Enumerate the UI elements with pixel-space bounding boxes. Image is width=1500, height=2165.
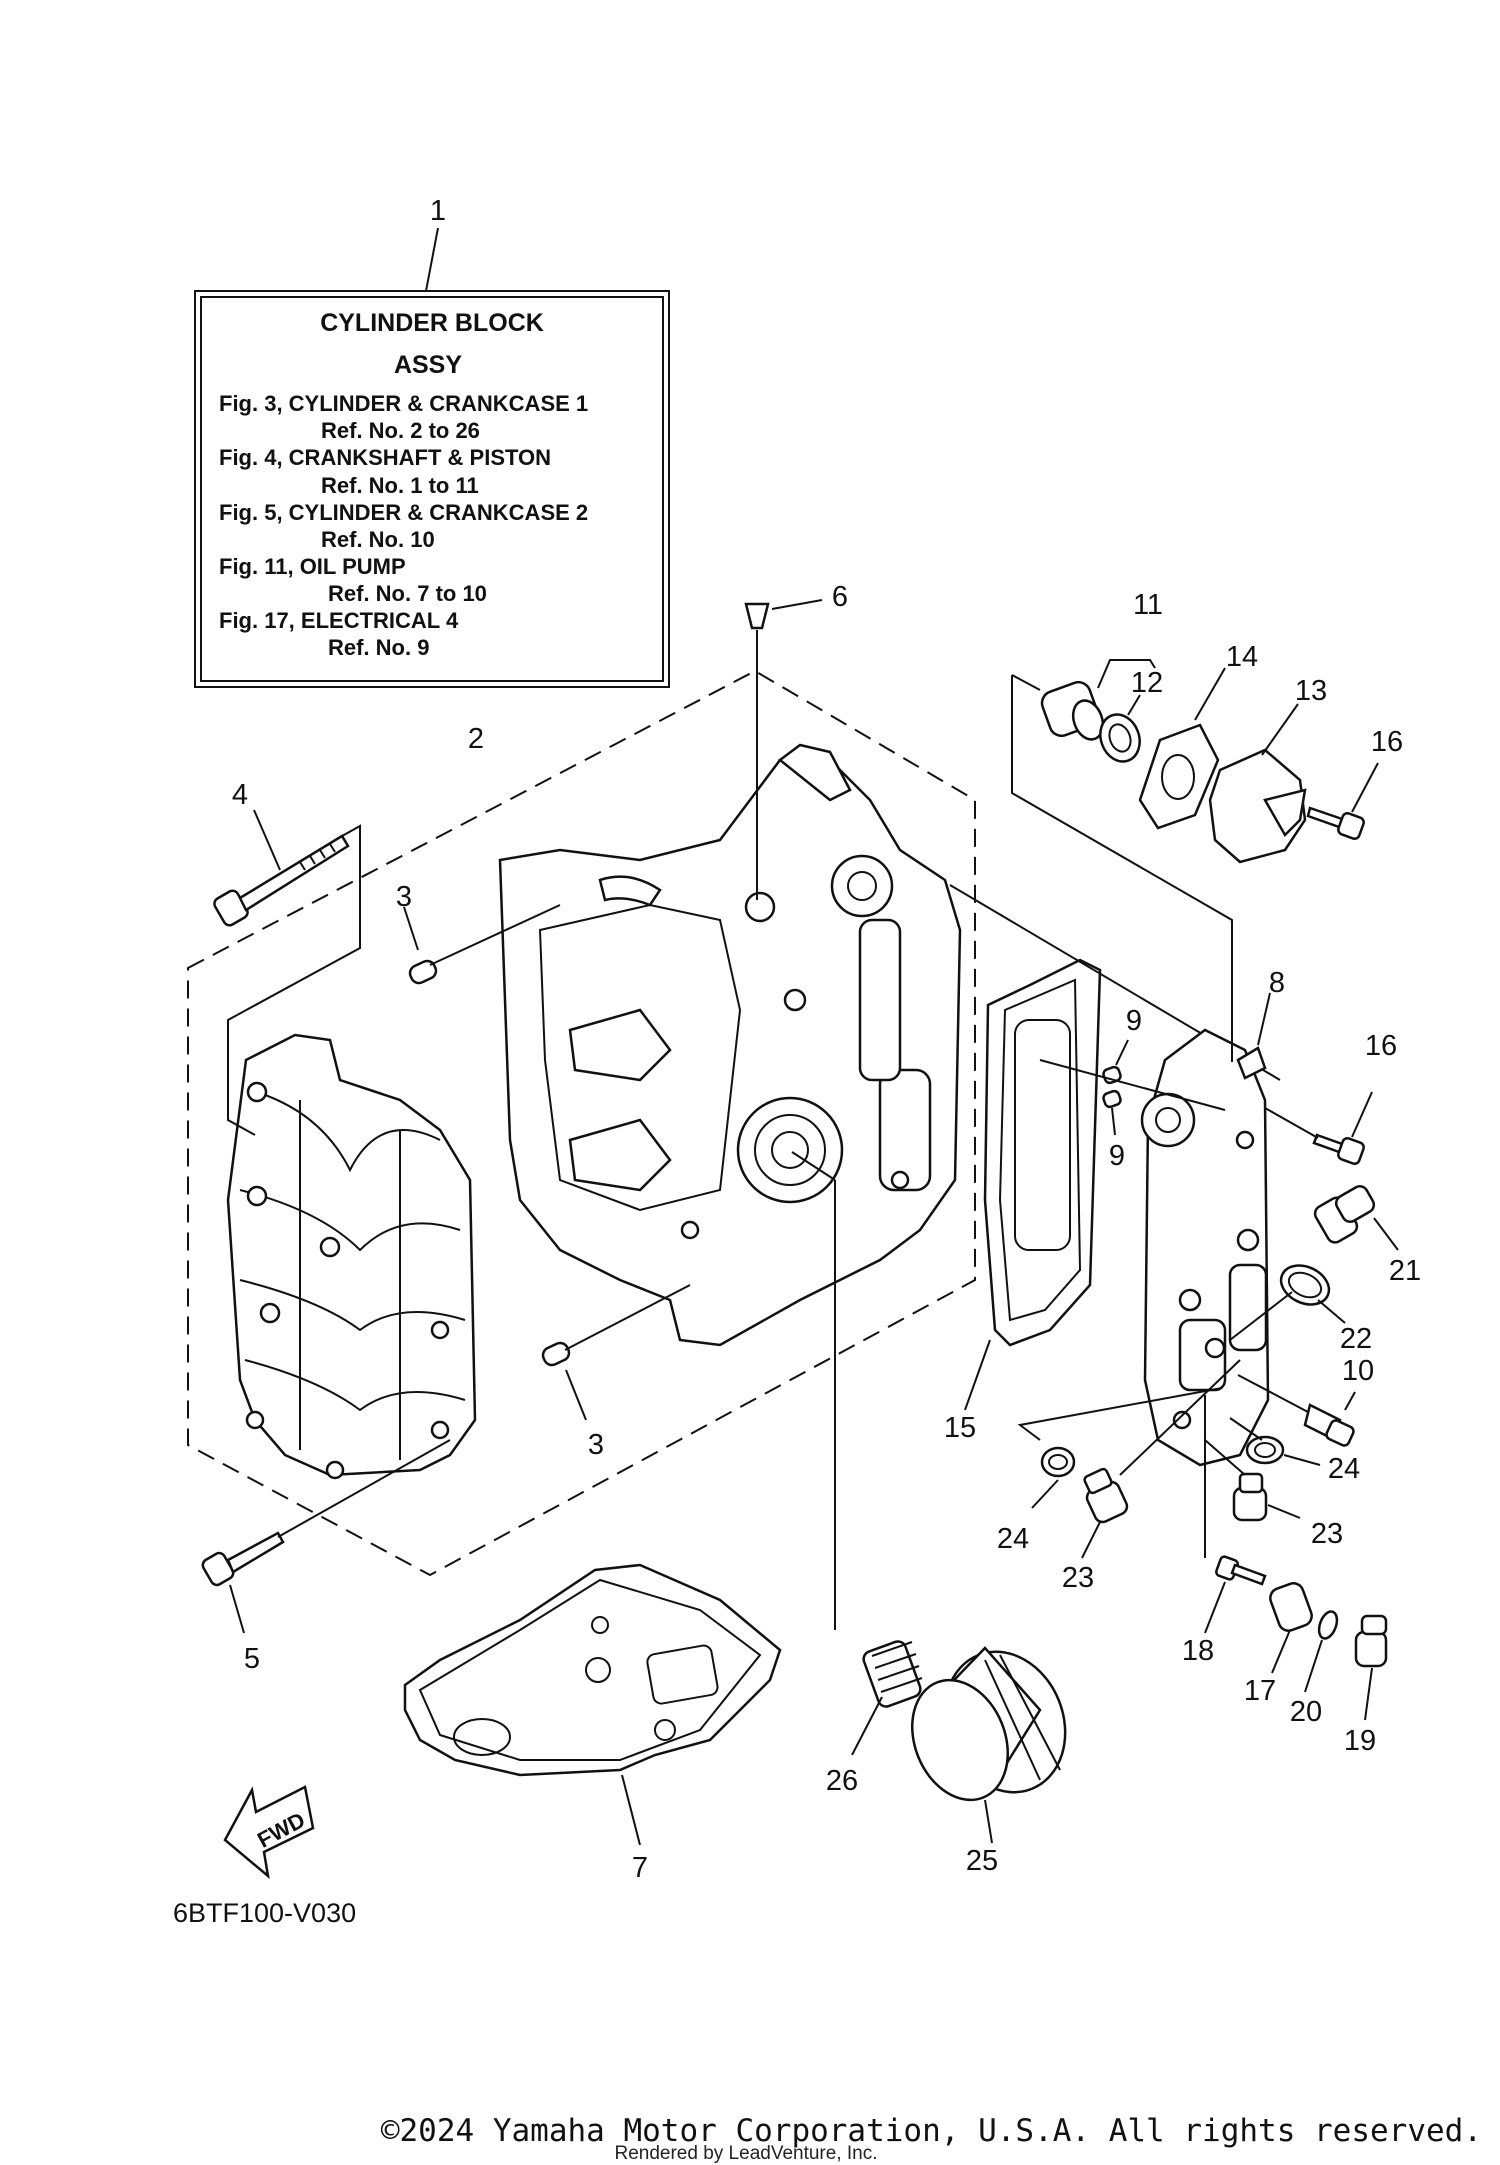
copyright: ©2024 Yamaha Motor Corporation, U.S.A. A… xyxy=(381,2113,1482,2149)
fwd-arrow-icon: FWD xyxy=(223,1785,315,1880)
callout-9: 9 xyxy=(1126,1005,1142,1037)
callout-2: 2 xyxy=(468,723,484,755)
callout-12: 12 xyxy=(1131,667,1163,699)
callout-10: 10 xyxy=(1342,1355,1374,1387)
part-24-washer-left xyxy=(1040,1446,1076,1478)
info-box-line: Ref. No. 9 xyxy=(328,635,429,660)
cylinder-block xyxy=(498,743,962,1347)
part-7-gasket xyxy=(403,1563,782,1777)
callout-19: 19 xyxy=(1344,1725,1376,1757)
callout-25: 25 xyxy=(966,1845,998,1877)
callout-13: 13 xyxy=(1295,675,1327,707)
part-6-plug xyxy=(744,602,770,630)
part-5-bolt xyxy=(201,1531,285,1587)
part-16-bolt-upper xyxy=(1306,806,1365,840)
callout-11: 11 xyxy=(1133,589,1163,621)
part-10-fitting xyxy=(1303,1403,1355,1447)
part-21-plug xyxy=(1313,1185,1376,1244)
callout-24: 24 xyxy=(997,1523,1029,1555)
info-box-line: Ref. No. 10 xyxy=(321,527,435,552)
part-13-thermostat-cover xyxy=(1208,748,1307,864)
callout-15: 15 xyxy=(944,1412,976,1444)
part-19-plug xyxy=(1354,1614,1388,1668)
info-box: CYLINDER BLOCK ASSY Fig. 3, CYLINDER & C… xyxy=(194,290,670,688)
callout-22: 22 xyxy=(1340,1323,1372,1355)
callout-4: 4 xyxy=(232,779,248,811)
part-17-collar xyxy=(1269,1582,1313,1632)
part-4-bolt xyxy=(213,834,350,927)
part-22-o-ring xyxy=(1279,1264,1331,1306)
callout-5: 5 xyxy=(244,1643,260,1675)
callout-26: 26 xyxy=(826,1765,858,1797)
callout-3: 3 xyxy=(396,881,412,913)
callout-7: 7 xyxy=(632,1852,648,1884)
info-box-subtitle: ASSY xyxy=(394,351,462,379)
callout-16: 16 xyxy=(1371,726,1403,758)
part-25-oil-filter xyxy=(910,1646,1067,1802)
callout-17: 17 xyxy=(1244,1675,1276,1707)
callout-20: 20 xyxy=(1290,1696,1322,1728)
part-23-plug-left xyxy=(1083,1467,1129,1524)
callout-14: 14 xyxy=(1226,641,1258,673)
callout-9: 9 xyxy=(1109,1140,1125,1172)
callout-23: 23 xyxy=(1311,1518,1343,1550)
callout-6: 6 xyxy=(832,581,848,613)
callout-23: 23 xyxy=(1062,1562,1094,1594)
part-23-plug-right xyxy=(1232,1472,1268,1522)
part-3-dowel-upper xyxy=(408,959,438,985)
part-16-bolt-lower xyxy=(1312,1133,1365,1165)
callout-8: 8 xyxy=(1269,967,1285,999)
part-3-dowel-lower xyxy=(541,1341,571,1367)
part-14-gasket xyxy=(1138,723,1220,830)
part-26-union xyxy=(862,1640,923,1708)
callout-1: 1 xyxy=(430,195,446,227)
assembly-outline xyxy=(187,669,976,1577)
info-box-title: CYLINDER BLOCK xyxy=(320,309,544,337)
part-24-washer-right xyxy=(1245,1435,1285,1465)
info-box-line: Fig. 11, OIL PUMP xyxy=(219,554,406,579)
info-box-line: Ref. No. 7 to 10 xyxy=(328,581,487,606)
crankcase-left-half xyxy=(226,1033,477,1480)
part-18-bolt xyxy=(1214,1555,1267,1586)
callout-18: 18 xyxy=(1182,1635,1214,1667)
part-15-gasket xyxy=(983,958,1102,1347)
info-box-line: Fig. 3, CYLINDER & CRANKCASE 1 xyxy=(219,391,588,416)
part-11-thermostat xyxy=(1040,680,1105,741)
callout-24: 24 xyxy=(1328,1453,1360,1485)
diagram-code: 6BTF100-V030 xyxy=(173,1898,356,1928)
callout-3: 3 xyxy=(588,1429,604,1461)
part-8-cover xyxy=(1140,1028,1270,1467)
part-20-o-ring xyxy=(1317,1610,1339,1640)
info-box-line: Fig. 5, CYLINDER & CRANKCASE 2 xyxy=(219,500,588,525)
info-box-line: Ref. No. 2 to 26 xyxy=(321,418,480,443)
part-12-seal xyxy=(1099,713,1141,763)
callout-16: 16 xyxy=(1365,1030,1397,1062)
callout-21: 21 xyxy=(1389,1255,1421,1287)
rendered-by: Rendered by LeadVenture, Inc. xyxy=(614,2143,877,2164)
part-9-pin-lower xyxy=(1102,1089,1122,1109)
info-box-line: Ref. No. 1 to 11 xyxy=(321,473,479,498)
info-box-line: Fig. 17, ELECTRICAL 4 xyxy=(219,608,459,633)
info-box-line: Fig. 4, CRANKSHAFT & PISTON xyxy=(219,445,551,470)
